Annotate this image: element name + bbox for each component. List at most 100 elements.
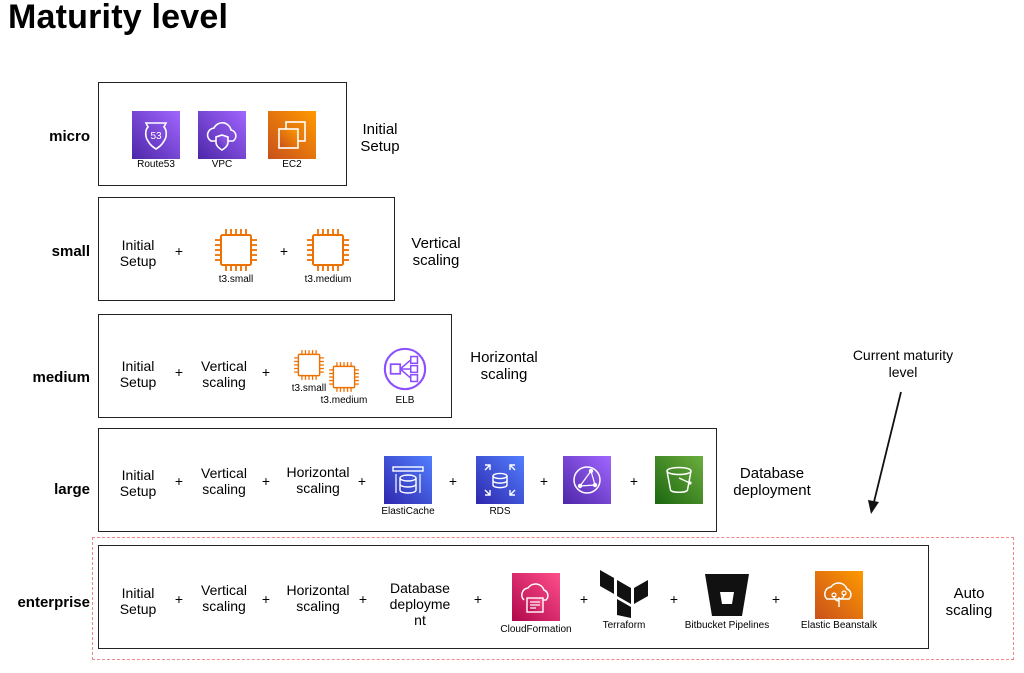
t3-small-chip-icon	[212, 226, 260, 274]
t3-small-label: t3.small	[218, 274, 254, 285]
route53-badge: 53	[150, 131, 162, 142]
large-step-vertical-scaling: Vertical scaling	[194, 465, 254, 497]
large-step2-line2: scaling	[202, 481, 246, 497]
level-label-micro: micro	[49, 128, 90, 145]
plus-sign: +	[174, 473, 184, 489]
cloudformation-icon	[512, 573, 560, 621]
enterprise-step2-line2: scaling	[202, 598, 246, 614]
level-label-medium: medium	[32, 369, 90, 386]
small-box	[98, 197, 395, 301]
enterprise-step3-line2: scaling	[296, 598, 340, 614]
medium-step-vertical-scaling: Vertical scaling	[194, 358, 254, 390]
bitbucket-icon	[705, 574, 749, 616]
large-step1-line1: Initial	[121, 467, 155, 483]
enterprise-description: Auto scaling	[939, 585, 999, 619]
large-step1-line2: Setup	[119, 483, 157, 499]
plus-sign: +	[448, 473, 458, 489]
plus-sign: +	[473, 591, 483, 607]
large-step3-line1: Horizontal	[286, 464, 350, 480]
plus-sign: +	[539, 473, 549, 489]
small-desc-line2: scaling	[412, 252, 460, 269]
enterprise-step4-line1: Database	[390, 580, 450, 596]
enterprise-step1-line1: Initial	[121, 585, 155, 601]
large-step3-line2: scaling	[296, 480, 340, 496]
current-maturity-annotation: Current maturity level	[848, 347, 958, 381]
large-description: Database deployment	[727, 465, 817, 499]
plus-sign: +	[358, 591, 368, 607]
enterprise-step3-line1: Horizontal	[286, 582, 350, 598]
plus-sign: +	[771, 591, 781, 607]
elastic-beanstalk-label: Elastic Beanstalk	[800, 620, 878, 631]
level-label-enterprise: enterprise	[17, 594, 90, 611]
enterprise-step1-line2: Setup	[119, 601, 157, 617]
medium-step2-line1: Vertical	[201, 358, 247, 374]
plus-sign: +	[174, 591, 184, 607]
elb-label: ELB	[395, 395, 415, 406]
plus-sign: +	[261, 473, 271, 489]
small-description: Vertical scaling	[404, 235, 468, 269]
vpc-label: VPC	[211, 159, 233, 170]
plus-sign: +	[669, 591, 679, 607]
enterprise-step4-line2: deployme	[389, 596, 451, 612]
annotation-line1: Current maturity	[852, 347, 954, 363]
plus-sign: +	[261, 364, 271, 380]
t3-medium-chip-icon	[304, 226, 352, 274]
enterprise-step-horizontal-scaling: Horizontal scaling	[282, 582, 354, 614]
terraform-icon	[600, 570, 648, 618]
small-desc-line1: Vertical	[411, 235, 461, 252]
large-desc-line2: deployment	[733, 482, 811, 499]
medium-desc-line1: Horizontal	[470, 349, 538, 366]
small-step1-line2: Setup	[119, 253, 157, 269]
small-step1-line1: Initial	[121, 237, 155, 253]
current-level-highlight	[92, 537, 1014, 660]
medium-step1-line2: Setup	[119, 374, 157, 390]
t3-small-label: t3.small	[291, 383, 327, 394]
large-desc-line1: Database	[739, 465, 805, 482]
micro-desc-line1: Initial	[362, 121, 398, 138]
medium-box	[98, 314, 452, 418]
plus-sign: +	[261, 591, 271, 607]
medium-step2-line2: scaling	[202, 374, 246, 390]
cloudformation-label: CloudFormation	[500, 624, 572, 635]
elastic-beanstalk-icon	[815, 571, 863, 619]
route53-icon: 53	[132, 111, 180, 159]
s3-bucket-icon	[655, 456, 703, 504]
route53-label: Route53	[137, 159, 175, 170]
t3-small-chip-icon	[292, 348, 326, 382]
t3-medium-label: t3.medium	[320, 395, 368, 406]
enterprise-step2-line1: Vertical	[201, 582, 247, 598]
plus-sign: +	[174, 364, 184, 380]
annotation-line2: level	[888, 364, 918, 380]
ec2-icon	[268, 111, 316, 159]
plus-sign: +	[579, 591, 589, 607]
enterprise-desc-line2: scaling	[945, 602, 993, 619]
large-step-horizontal-scaling: Horizontal scaling	[282, 464, 354, 496]
rds-label: RDS	[489, 506, 511, 517]
large-step2-line1: Vertical	[201, 465, 247, 481]
large-step-initial-setup: Initial Setup	[113, 467, 163, 499]
plus-sign: +	[279, 243, 289, 259]
elasticache-label: ElastiCache	[381, 506, 435, 517]
enterprise-step-database-deployment: Database deployme nt	[385, 580, 455, 628]
medium-desc-line2: scaling	[480, 366, 528, 383]
plus-sign: +	[174, 243, 184, 259]
plus-sign: +	[629, 473, 639, 489]
bitbucket-pipelines-label: Bitbucket Pipelines	[684, 620, 770, 631]
elasticache-icon	[384, 456, 432, 504]
pointer-arrow	[868, 391, 902, 514]
t3-medium-label: t3.medium	[304, 274, 352, 285]
medium-step-initial-setup: Initial Setup	[113, 358, 163, 390]
medium-description: Horizontal scaling	[462, 349, 546, 383]
enterprise-step-vertical-scaling: Vertical scaling	[194, 582, 254, 614]
level-label-small: small	[51, 243, 90, 260]
micro-desc-line2: Setup	[360, 138, 400, 155]
small-step-initial-setup: Initial Setup	[113, 237, 163, 269]
ec2-label: EC2	[282, 159, 302, 170]
enterprise-step-initial-setup: Initial Setup	[113, 585, 163, 617]
elb-icon	[383, 347, 427, 391]
enterprise-desc-line1: Auto	[953, 585, 985, 602]
cloudfront-icon	[563, 456, 611, 504]
medium-step1-line1: Initial	[121, 358, 155, 374]
rds-icon	[476, 456, 524, 504]
vpc-icon	[198, 111, 246, 159]
